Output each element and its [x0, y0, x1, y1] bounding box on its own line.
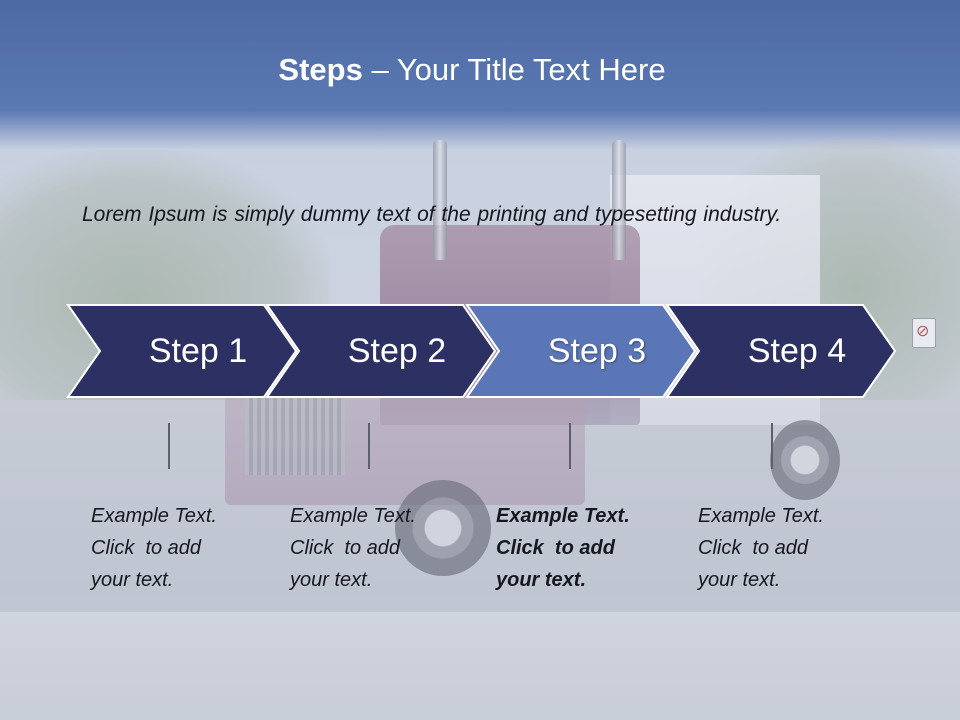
connector-line	[569, 423, 571, 469]
text-line: Click to add	[698, 537, 809, 559]
step-text-4[interactable]: Example Text. Click to add your text.	[698, 500, 878, 596]
exhaust-stack	[612, 140, 626, 260]
curb	[0, 612, 960, 720]
text-line: your text.	[698, 569, 781, 591]
step-label: Step 3	[547, 332, 647, 370]
road-sign-icon	[912, 318, 936, 348]
chevron-shape	[66, 304, 298, 398]
exhaust-stack	[433, 140, 447, 260]
title-rest: – Your Title Text Here	[362, 52, 666, 87]
text-line: Example Text.	[290, 505, 416, 527]
connector-line	[168, 423, 170, 469]
step-text-1[interactable]: Example Text. Click to add your text.	[91, 500, 271, 596]
step-label: Step 2	[347, 332, 447, 370]
chevron-shape	[665, 304, 897, 398]
truck-wheel	[395, 480, 491, 576]
truck-grill	[245, 395, 345, 475]
step-chevron-4[interactable]: Step 4	[665, 304, 897, 398]
text-line: your text.	[496, 569, 587, 591]
lead-paragraph[interactable]: Lorem Ipsum is simply dummy text of the …	[82, 203, 782, 226]
truck-wheel	[770, 420, 840, 500]
text-line: Click to add	[91, 537, 202, 559]
chevron-shape	[465, 304, 697, 398]
step-chevron-3[interactable]: Step 3	[465, 304, 697, 398]
connector-line	[368, 423, 370, 469]
chevron-shape	[265, 304, 497, 398]
title-bold: Steps	[278, 52, 363, 87]
step-label: Step 1	[148, 332, 248, 370]
step-label: Step 4	[747, 332, 847, 370]
text-line: Click to add	[290, 537, 401, 559]
text-line: your text.	[91, 569, 174, 591]
text-line: Example Text.	[698, 505, 824, 527]
step-chevron-2[interactable]: Step 2	[265, 304, 497, 398]
step-text-2[interactable]: Example Text. Click to add your text.	[290, 500, 470, 596]
connector-line	[771, 423, 773, 469]
text-line: Example Text.	[91, 505, 217, 527]
text-line: Click to add	[496, 537, 615, 559]
text-line: your text.	[290, 569, 373, 591]
slide-title[interactable]: Steps – Your Title Text Here	[0, 52, 944, 88]
text-line: Example Text.	[496, 505, 630, 527]
step-chevron-1[interactable]: Step 1	[66, 304, 298, 398]
step-text-3[interactable]: Example Text. Click to add your text.	[496, 500, 676, 596]
